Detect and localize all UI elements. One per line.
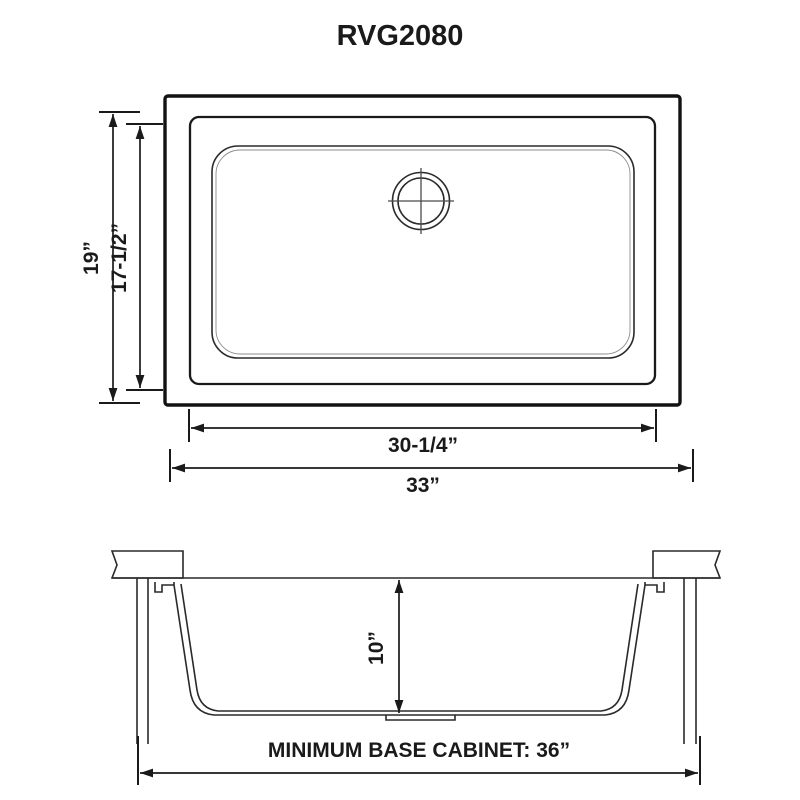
dimension-label-height-outer: 19” [80, 241, 103, 275]
dimension-label-width-inner: 30-1/4” [388, 434, 458, 457]
sink-basin-floor [215, 149, 631, 355]
dimension-label-depth: 10” [365, 631, 388, 665]
page-title: RVG2080 [337, 20, 464, 52]
sink-rim-inner-edge [188, 115, 657, 386]
dimension-basin-depth: 10” [365, 580, 404, 713]
dimension-height-inner: 17-1/2” [108, 123, 163, 391]
sink-cross-section-view: 10” MINIMUM BASE CABINET: 36” [110, 550, 722, 785]
basin-inner-profile [180, 583, 639, 712]
dimension-label-height-inner: 17-1/2” [108, 223, 131, 293]
drain-icon [388, 168, 454, 234]
mounting-clip-left [154, 582, 174, 593]
dimension-base-cabinet: MINIMUM BASE CABINET: 36” [137, 736, 701, 785]
dimension-width-inner: 30-1/4” [188, 409, 657, 457]
dimension-height-outer: 19” [80, 111, 140, 404]
dimension-width-outer: 33” [169, 449, 694, 497]
basin-outer-profile [173, 582, 646, 716]
dimension-label-base-cabinet: MINIMUM BASE CABINET: 36” [268, 739, 570, 762]
sink-top-view: 19” 17-1/2” 30-1/4” 33” [80, 94, 694, 497]
countertop-slab-right [652, 550, 722, 579]
drain-boss-section [385, 715, 456, 721]
sink-basin-opening [211, 145, 635, 359]
sink-outer-rim [163, 94, 682, 407]
countertop-slab-left [110, 550, 184, 579]
mounting-clip-right [645, 582, 665, 593]
dimension-label-width-outer: 33” [406, 474, 440, 497]
